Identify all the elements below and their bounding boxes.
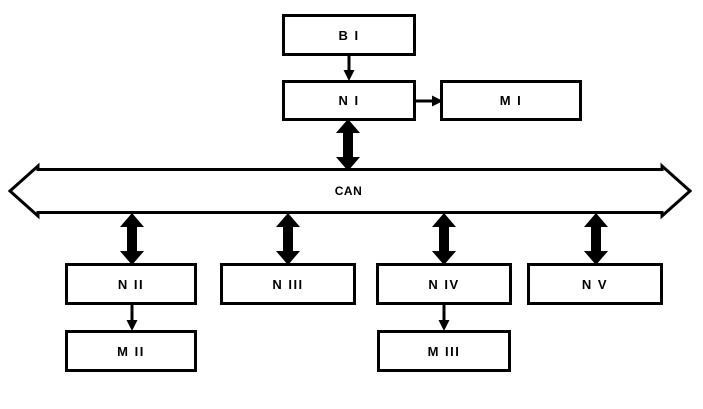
node-box-miii: M III <box>377 330 511 372</box>
node-label-miii: M III <box>427 343 461 359</box>
node-label-nv: N V <box>581 276 609 292</box>
node-label-bi: B I <box>338 27 360 43</box>
connector-can-to-niii <box>274 212 302 266</box>
node-label-nii: N II <box>117 276 145 292</box>
connector-can-to-nv <box>582 212 610 266</box>
connector-bi-to-ni <box>341 54 357 82</box>
connector-can-to-niv <box>430 212 458 266</box>
node-box-nv: N V <box>527 263 663 305</box>
connector-ni-to-can <box>334 118 362 172</box>
connector-can-to-nii <box>118 212 146 266</box>
node-box-mii: M II <box>65 330 197 372</box>
node-label-mii: M II <box>117 343 145 359</box>
node-box-niii: N III <box>220 263 356 305</box>
node-box-nii: N II <box>65 263 197 305</box>
connector-niv-to-miii <box>436 303 452 332</box>
connector-nii-to-mii <box>124 303 140 332</box>
can-bus-arrow <box>7 160 693 222</box>
node-box-niv: N IV <box>376 263 512 305</box>
node-box-mi: M I <box>440 80 582 121</box>
connector-ni-to-mi <box>414 92 444 110</box>
node-box-ni: N I <box>282 80 416 121</box>
node-box-bi: B I <box>282 14 416 56</box>
node-label-ni: N I <box>338 93 360 108</box>
node-label-niv: N IV <box>428 276 460 292</box>
node-label-mi: M I <box>499 93 523 108</box>
node-label-niii: N III <box>272 276 304 292</box>
